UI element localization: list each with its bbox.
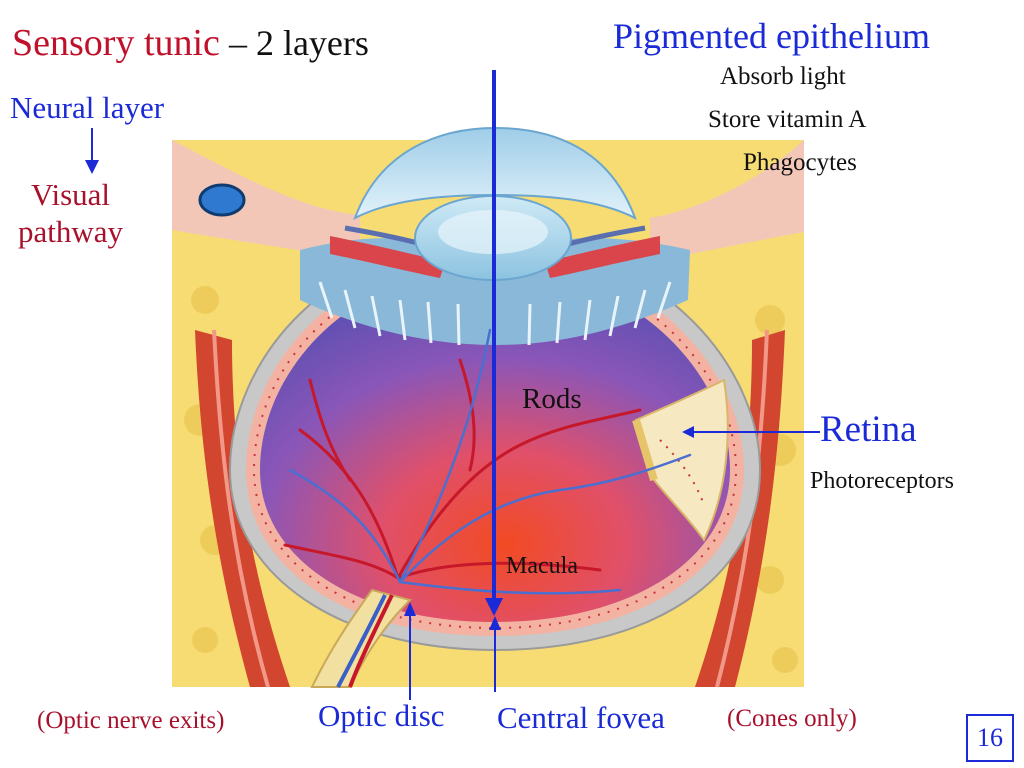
photoreceptors-label: Photoreceptors — [810, 468, 954, 494]
optic-nerve — [310, 588, 412, 688]
annotation-arrows — [85, 70, 820, 700]
slide-number-badge: 16 — [966, 714, 1014, 762]
visual-pathway-label: Visual pathway — [18, 176, 123, 250]
optic-disc-label: Optic disc — [318, 698, 445, 733]
title-two-layers: – 2 layers — [219, 23, 369, 63]
cones-only-label: (Cones only) — [727, 705, 857, 732]
macula-label: Macula — [506, 553, 578, 579]
central-fovea-label: Central fovea — [497, 700, 665, 735]
cornea-and-lens — [353, 126, 637, 281]
retina-label: Retina — [820, 409, 917, 450]
neural-layer-label: Neural layer — [10, 90, 165, 125]
visual-pathway-line2: pathway — [18, 214, 124, 250]
optic-nerve-exits-label: (Optic nerve exits) — [37, 707, 225, 734]
title-sensory-tunic: Sensory tunic — [12, 22, 220, 64]
function-store-vitamin-a: Store vitamin A — [708, 106, 867, 133]
function-absorb-light: Absorb light — [720, 63, 846, 90]
rods-label: Rods — [522, 383, 582, 415]
function-phagocytes: Phagocytes — [743, 149, 857, 176]
visual-pathway-line1: Visual — [30, 177, 111, 212]
slide-title: Sensory tunic – 2 layers — [12, 24, 369, 62]
slide-number: 16 — [977, 723, 1003, 752]
pigmented-epithelium-label: Pigmented epithelium — [613, 16, 930, 56]
retinal-vessels — [283, 328, 692, 595]
